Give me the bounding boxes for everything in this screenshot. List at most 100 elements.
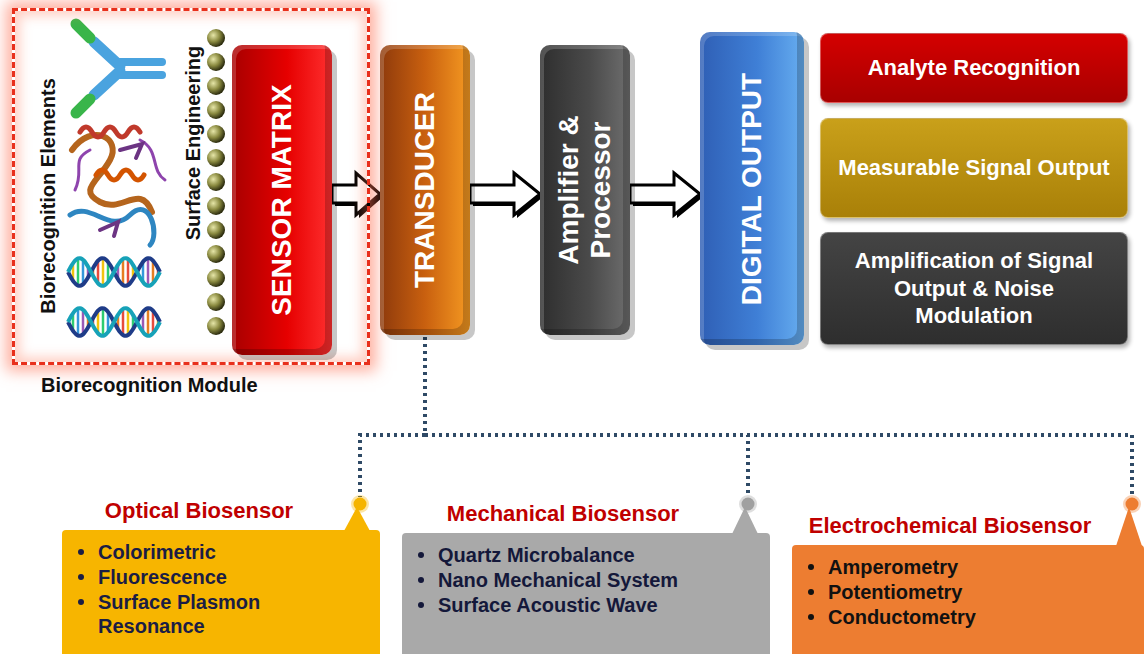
junction-halo — [351, 495, 369, 513]
list-text: Conductometry — [828, 605, 976, 629]
antibody-arm — [94, 71, 120, 95]
protein-ribbon — [70, 209, 154, 245]
dna-icon — [68, 258, 160, 336]
protein-helix — [96, 170, 144, 180]
stage-block: Amplifier & Processor — [540, 45, 630, 335]
surface-bead — [207, 221, 225, 239]
bullet-dot — [418, 577, 424, 583]
vertical-label: Biorecognition Elements — [37, 78, 60, 314]
edge-group — [425, 337, 1132, 497]
list-text: Fluorescence — [98, 565, 227, 589]
antibody-tip — [76, 24, 90, 38]
stage-block: TRANSDUCER — [380, 45, 470, 335]
vertical-label: TRANSDUCER — [409, 92, 441, 288]
junction-dot — [742, 498, 755, 511]
antibody-stem — [120, 71, 162, 79]
function-label: Analyte Recognition — [868, 54, 1081, 82]
junction-dot — [1126, 498, 1139, 511]
bullet-dot — [808, 564, 814, 570]
dna-rung — [127, 259, 130, 285]
edge-group — [425, 337, 748, 497]
sensor-callout: Electrochemical BiosensorAmperometryPote… — [792, 495, 1144, 654]
list-text: Potentiometry — [828, 580, 962, 604]
antibody-icon — [76, 24, 162, 113]
dotted-connector — [425, 337, 748, 497]
callout-heading: Electrochemical Biosensor — [792, 513, 1108, 539]
block-arrow — [332, 173, 380, 215]
list-item: Amperometry — [808, 555, 1132, 579]
bullet-dot — [808, 614, 814, 620]
dna-strand — [68, 308, 160, 336]
vertical-label: Amplifier & Processor — [553, 95, 617, 285]
protein-helix — [80, 127, 140, 137]
junction-dot — [354, 498, 367, 511]
callout-heading: Mechanical Biosensor — [402, 501, 724, 527]
callout-heading: Optical Biosensor — [62, 498, 336, 524]
antibody-stem — [120, 58, 162, 66]
dna-rung — [77, 258, 80, 285]
block-arrow — [630, 173, 700, 215]
list-item: Nano Mechanical System — [418, 568, 758, 592]
dna-rung — [102, 258, 105, 286]
module-frame: Biorecognition ElementsSurface Engineeri… — [12, 8, 370, 365]
dna-rung — [127, 309, 130, 335]
bullet-dot — [78, 549, 84, 555]
list-item: Surface Acoustic Wave — [418, 593, 758, 617]
surface-bead — [207, 173, 225, 191]
surface-bead — [207, 101, 225, 119]
surface-bead — [207, 149, 225, 167]
dna-strand — [68, 258, 160, 286]
protein-sheet — [100, 144, 142, 236]
dna-rung — [147, 258, 150, 286]
sensor-callout: Mechanical BiosensorQuartz MicrobalanceN… — [402, 495, 770, 654]
list-item: Fluorescence — [78, 565, 368, 589]
surface-bead — [207, 269, 225, 287]
function-box: Analyte Recognition — [820, 33, 1128, 103]
dna-rung — [102, 308, 105, 336]
surface-bead — [207, 197, 225, 215]
stage-block: DIGITAL OUTPUT — [700, 32, 804, 345]
list-item: Surface Plasmon Resonance — [78, 590, 368, 638]
sensor-callout: Optical BiosensorColorimetricFluorescenc… — [62, 495, 380, 654]
surface-bead — [207, 77, 225, 95]
stage-block: SENSOR MATRIX — [232, 45, 332, 355]
surface-bead — [207, 293, 225, 311]
dotted-connector — [425, 337, 1132, 497]
surface-beads — [207, 29, 225, 335]
list-text: Surface Acoustic Wave — [438, 593, 658, 617]
list-text: Nano Mechanical System — [438, 568, 678, 592]
protein-icon — [70, 127, 165, 245]
function-label: Measurable Signal Output — [838, 154, 1109, 182]
callout-body — [62, 530, 380, 654]
surface-bead — [207, 29, 225, 47]
bullet-dot — [78, 599, 84, 605]
list-item: Potentiometry — [808, 580, 1132, 604]
block-arrow — [470, 173, 540, 215]
protein-coil — [75, 140, 165, 190]
dna-rung — [147, 308, 150, 336]
vertical-label: SENSOR MATRIX — [266, 84, 298, 315]
list-item: Colorimetric — [78, 540, 368, 564]
junction-halo — [1123, 495, 1141, 513]
dna-strand — [68, 308, 160, 336]
bullet-dot — [418, 602, 424, 608]
edge-group — [630, 173, 703, 218]
callout-list: ColorimetricFluorescenceSurface Plasmon … — [78, 540, 368, 639]
callout-list: Quartz MicrobalanceNano Mechanical Syste… — [418, 543, 758, 618]
bullet-dot — [78, 574, 84, 580]
junction-halo — [739, 495, 757, 513]
function-label: Amplification of Signal Output & Noise M… — [835, 247, 1113, 330]
module-heading: Biorecognition Module — [41, 374, 258, 397]
bullet-dot — [808, 589, 814, 595]
callout-list: AmperometryPotentiometryConductometry — [808, 555, 1132, 630]
dna-rung — [122, 309, 125, 335]
vertical-label: DIGITAL OUTPUT — [736, 72, 768, 304]
callout-body — [792, 545, 1144, 654]
dna-strand — [68, 258, 160, 286]
list-text: Quartz Microbalance — [438, 543, 635, 567]
antibody-tip — [76, 99, 90, 113]
callout-tail — [1116, 507, 1142, 546]
function-box: Amplification of Signal Output & Noise M… — [820, 232, 1128, 345]
dna-rung — [122, 259, 125, 285]
